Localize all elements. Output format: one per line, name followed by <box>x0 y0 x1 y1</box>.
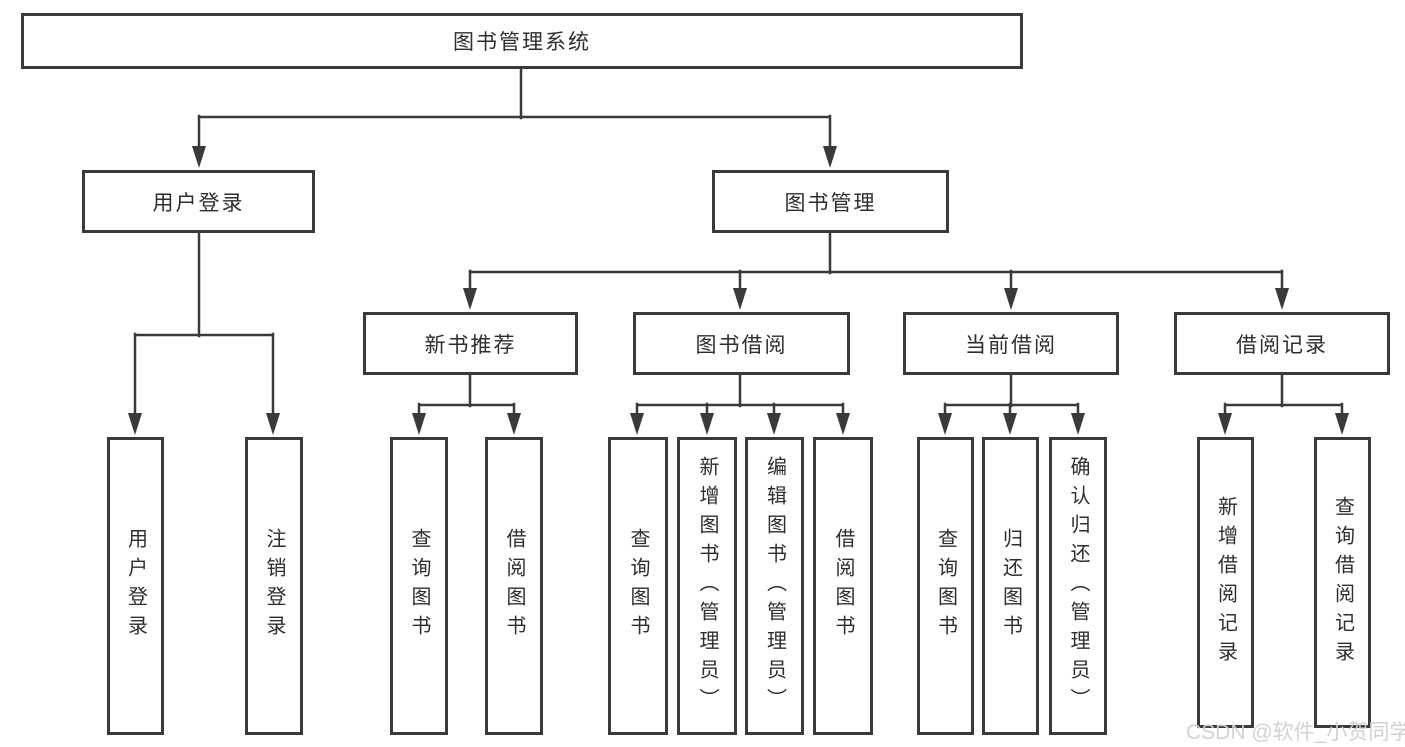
arrowhead <box>412 413 426 435</box>
leaf-borrow-books-recommend: 借阅图书 <box>485 437 543 735</box>
node-book-management: 图书管理 <box>712 170 949 233</box>
arrowhead <box>463 288 477 310</box>
node-current-borrowing: 当前借阅 <box>903 312 1119 375</box>
leaf-return-books-label: 归还图书 <box>999 528 1022 644</box>
leaf-add-books-admin: 新增图书（管理员） <box>677 437 737 735</box>
leaf-query-books-borrow-label: 查询图书 <box>627 528 649 644</box>
node-new-book-recommend: 新书推荐 <box>363 312 578 375</box>
leaf-query-books-recommend-label: 查询图书 <box>408 528 430 644</box>
connector-segments <box>133 67 1344 421</box>
leaf-return-books: 归还图书 <box>982 437 1039 735</box>
csdn-watermark: CSDN @软件_小贺同学 <box>1186 721 1405 744</box>
arrowhead <box>630 413 644 435</box>
node-library-system: 图书管理系统 <box>21 13 1023 69</box>
connector-root-to-level2 <box>197 67 832 154</box>
connector-record-to-leaves <box>1223 373 1344 421</box>
arrowhead <box>836 413 850 435</box>
node-library-system-label: 图书管理系统 <box>453 31 591 54</box>
arrowhead <box>507 413 521 435</box>
connector-recommend-to-leaves <box>417 373 516 421</box>
leaf-query-borrow-record: 查询借阅记录 <box>1314 437 1371 728</box>
node-borrowing-records: 借阅记录 <box>1174 312 1390 375</box>
leaf-query-borrow-record-label: 查询借阅记录 <box>1331 495 1354 670</box>
leaf-borrow-books-label: 借阅图书 <box>832 528 854 644</box>
leaf-borrow-books-recommend-label: 借阅图书 <box>503 528 525 644</box>
node-new-book-recommend-label: 新书推荐 <box>424 333 517 357</box>
leaf-borrow-books: 借阅图书 <box>813 437 873 735</box>
connector-userlogin-to-leaves <box>133 231 275 421</box>
leaf-logout-label: 注销登录 <box>263 528 285 644</box>
arrowhead <box>128 413 142 435</box>
leaf-user-login-label: 用户登录 <box>124 528 147 644</box>
node-book-management-label: 图书管理 <box>784 191 877 215</box>
leaf-add-borrow-record-label: 新增借阅记录 <box>1214 495 1237 670</box>
leaf-user-login: 用户登录 <box>107 437 164 735</box>
arrowhead <box>192 146 206 168</box>
arrowhead <box>938 413 952 435</box>
arrowheads <box>128 146 1349 435</box>
connector-current-to-leaves <box>943 373 1080 421</box>
arrowhead <box>1071 413 1085 435</box>
arrowhead <box>1335 413 1349 435</box>
node-book-borrowing-label: 图书借阅 <box>695 333 788 357</box>
leaf-query-books-current: 查询图书 <box>917 437 974 735</box>
leaf-edit-books-admin: 编辑图书（管理员） <box>745 437 804 735</box>
leaf-query-books-borrow: 查询图书 <box>608 437 668 735</box>
leaf-edit-books-admin-label: 编辑图书（管理员） <box>763 455 786 717</box>
leaf-query-books-recommend: 查询图书 <box>390 437 448 735</box>
connector-bookmgmt-to-level3 <box>468 231 1284 296</box>
arrowhead <box>266 413 280 435</box>
node-user-login-label: 用户登录 <box>152 191 245 215</box>
arrowhead <box>767 413 781 435</box>
leaf-add-books-admin-label: 新增图书（管理员） <box>696 455 718 717</box>
leaf-confirm-return-admin: 确认归还（管理员） <box>1049 437 1107 735</box>
leaf-logout: 注销登录 <box>245 437 303 735</box>
arrowhead <box>1218 413 1232 435</box>
node-borrowing-records-label: 借阅记录 <box>1236 333 1328 357</box>
connector-borrow-to-leaves <box>635 373 845 421</box>
arrowhead <box>1275 288 1289 310</box>
arrowhead <box>1003 413 1017 435</box>
leaf-confirm-return-admin-label: 确认归还（管理员） <box>1067 455 1089 717</box>
leaf-add-borrow-record: 新增借阅记录 <box>1197 437 1254 728</box>
arrowhead <box>823 146 837 168</box>
leaf-query-books-current-label: 查询图书 <box>934 528 957 644</box>
node-book-borrowing: 图书借阅 <box>633 312 850 375</box>
arrowhead <box>1004 288 1018 310</box>
arrowhead <box>733 288 747 310</box>
node-current-borrowing-label: 当前借阅 <box>965 333 1057 357</box>
arrowhead <box>700 413 714 435</box>
node-user-login: 用户登录 <box>82 170 315 233</box>
